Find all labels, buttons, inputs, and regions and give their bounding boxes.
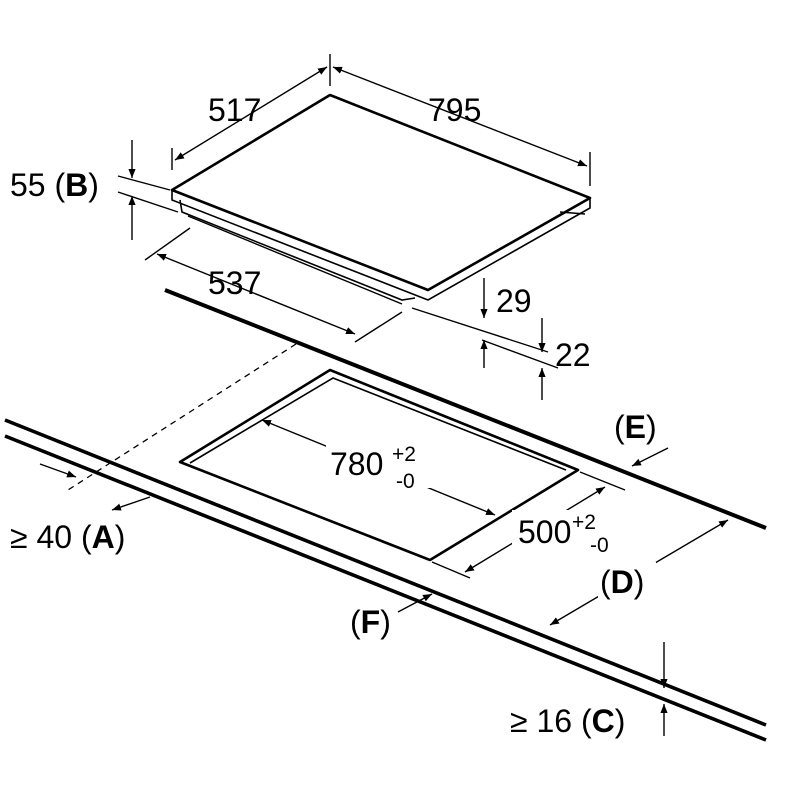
cutout-outer [178,368,580,562]
label-a: ≥ 40 (A) [10,519,125,555]
label-55-b: 55 (B) [10,167,99,203]
dimension-780: 780 +2 -0 [261,419,496,516]
label-500: 500 [518,514,571,550]
dimension-a: ≥ 40 (A) [10,463,151,555]
dimension-500: 500 +2 -0 [431,471,626,579]
worktop [4,288,767,742]
label-780-tol-minus: -0 [396,470,415,493]
dimension-537: 537 [144,227,403,343]
label-517: 517 [208,92,261,128]
label-537: 537 [208,265,261,301]
label-500-tol-plus: +2 [572,511,596,534]
dimension-d: (D) [549,519,729,626]
label-e: (E) [614,409,657,445]
label-c: ≥ 16 (C) [510,703,625,739]
worktop-back-edge [164,288,767,530]
label-d: (D) [600,564,644,600]
worktop-front-edge-bottom [4,434,767,742]
label-29: 29 [496,283,532,319]
label-780-tol-plus: +2 [392,443,416,466]
label-22: 22 [555,337,591,373]
dimension-517: 517 [171,54,331,170]
worktop-front-edge-top [4,418,767,727]
dimension-22: 22 [481,318,591,400]
dimension-f: (F) [350,593,433,640]
dimension-29: 29 [411,278,549,368]
label-500-tol-minus: -0 [590,534,609,557]
hidden-edge [67,343,297,491]
label-795: 795 [428,92,481,128]
hob-underside-rear [559,211,586,215]
label-780: 780 [330,446,383,482]
label-f: (F) [350,604,391,640]
dimension-795: 795 [332,66,591,186]
dimension-55-b: 55 (B) [10,140,179,240]
hob-glass-edge [171,190,591,301]
dimension-e: (E) [614,409,669,467]
dimension-c: ≥ 16 (C) [510,642,668,739]
